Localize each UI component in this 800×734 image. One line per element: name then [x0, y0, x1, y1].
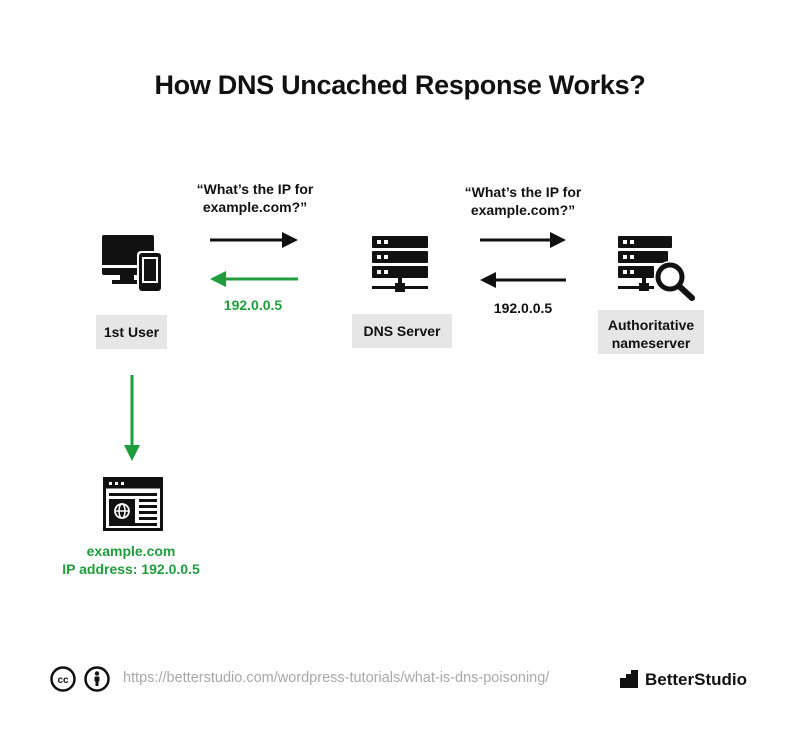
answer-right: 192.0.0.5	[493, 300, 553, 316]
server-icon	[372, 236, 428, 292]
answer-left: 192.0.0.5	[223, 297, 283, 313]
node-label-dns-server: DNS Server	[352, 314, 452, 348]
betterstudio-logo-icon	[620, 670, 638, 688]
server-search-icon	[618, 236, 695, 301]
query-text-right: “What’s the IP for example.com?”	[448, 183, 598, 219]
query-left-line1: “What’s the IP for	[196, 181, 314, 197]
query-right-line1: “What’s the IP for	[464, 184, 582, 200]
query-right-line2: example.com?”	[470, 202, 576, 218]
svg-text:cc: cc	[57, 675, 69, 686]
attribution-icon	[84, 666, 110, 692]
arrow-dns-to-authoritative	[480, 232, 566, 248]
browser-globe-icon	[103, 477, 163, 531]
arrow-authoritative-to-dns	[480, 272, 566, 288]
arrow-dns-to-user	[210, 271, 298, 287]
query-text-left: “What’s the IP for example.com?”	[180, 180, 330, 216]
node-label-authoritative: Authoritative nameserver	[598, 310, 704, 354]
footer-brand: BetterStudio	[645, 670, 747, 689]
node-label-user: 1st User	[96, 315, 167, 349]
result-block: example.com IP address: 192.0.0.5	[40, 542, 222, 578]
authoritative-line1: Authoritative	[607, 317, 695, 333]
result-ip: IP address: 192.0.0.5	[62, 561, 200, 577]
computer-phone-icon	[102, 235, 163, 293]
footer-url[interactable]: https://betterstudio.com/wordpress-tutor…	[123, 670, 550, 686]
arrow-user-to-browser	[124, 375, 140, 461]
result-domain: example.com	[86, 543, 176, 559]
page-title: How DNS Uncached Response Works?	[154, 70, 646, 100]
creative-commons-icon: cc	[50, 666, 76, 692]
arrow-user-to-dns	[210, 232, 298, 248]
authoritative-line2: nameserver	[611, 335, 691, 351]
query-left-line2: example.com?”	[202, 199, 308, 215]
